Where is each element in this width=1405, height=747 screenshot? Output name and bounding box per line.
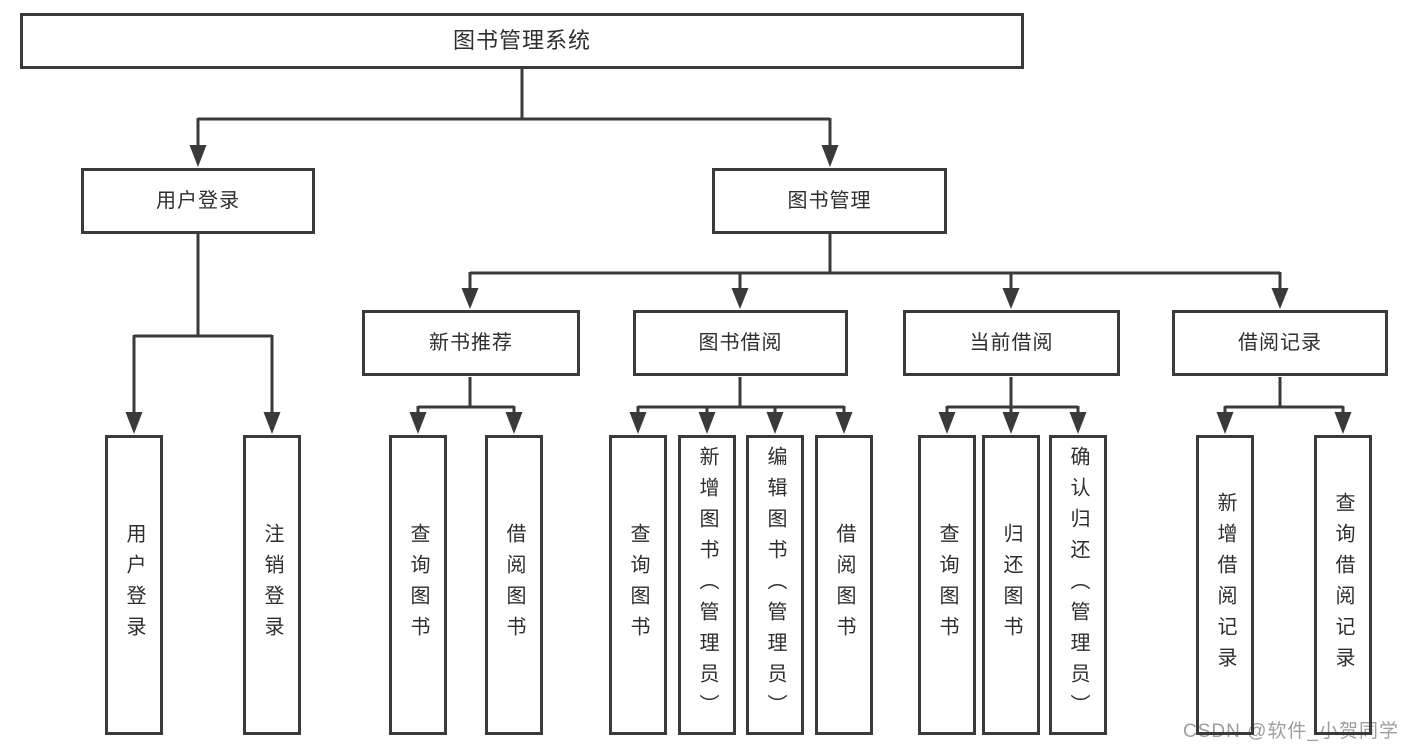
node-label: 图书借阅	[698, 332, 783, 354]
leaf-return-books: 归还图书	[982, 435, 1040, 735]
leaf-user-login: 用户登录	[105, 435, 163, 735]
node-label: 借阅记录	[1238, 332, 1322, 354]
arrowheads	[125, 145, 1352, 434]
leaf-confirm-return-admin: 确认归还（管理员）	[1049, 435, 1107, 735]
node-label: 用户登录	[123, 523, 145, 647]
leaf-logout: 注销登录	[243, 435, 301, 735]
node-label: 查询图书	[407, 523, 429, 647]
node-label: 借阅图书	[833, 523, 855, 647]
leaf-add-books-admin: 新增图书（管理员）	[678, 435, 736, 735]
leaf-query-books-current: 查询图书	[918, 435, 976, 735]
leaf-query-books-borrowing: 查询图书	[609, 435, 667, 735]
node-label: 查询图书	[627, 523, 649, 647]
leaf-borrow-books: 借阅图书	[815, 435, 873, 735]
leaf-query-borrow-record: 查询借阅记录	[1314, 435, 1372, 735]
node-label: 图书管理系统	[452, 28, 591, 53]
node-label: 编辑图书（管理员）	[764, 445, 786, 725]
leaf-query-books-recommend: 查询图书	[389, 435, 447, 735]
node-label: 查询图书	[936, 523, 958, 647]
node-label: 用户登录	[156, 190, 240, 212]
node-label: 新增借阅记录	[1214, 492, 1236, 678]
leaf-borrow-books-recommend: 借阅图书	[485, 435, 543, 735]
node-label: 查询借阅记录	[1332, 492, 1354, 678]
node-book-management-branch: 图书管理	[712, 168, 947, 234]
node-user-login-branch: 用户登录	[81, 168, 315, 234]
node-label: 注销登录	[261, 523, 283, 647]
node-borrowing-records: 借阅记录	[1172, 310, 1388, 376]
watermark: CSDN @软件_小贺同学	[1183, 721, 1399, 742]
node-label: 图书管理	[787, 190, 872, 212]
node-new-book-recommendation: 新书推荐	[362, 310, 580, 376]
leaf-edit-books-admin: 编辑图书（管理员）	[746, 435, 804, 735]
node-label: 当前借阅	[969, 332, 1054, 354]
node-library-management-system: 图书管理系统	[20, 13, 1024, 69]
node-label: 归还图书	[1000, 523, 1022, 647]
node-label: 新增图书（管理员）	[696, 445, 718, 725]
node-label: 新书推荐	[429, 332, 513, 354]
node-label: 借阅图书	[503, 523, 525, 647]
leaf-add-borrow-record: 新增借阅记录	[1196, 435, 1254, 735]
node-book-borrowing: 图书借阅	[633, 310, 848, 376]
node-label: 确认归还（管理员）	[1067, 445, 1089, 725]
node-current-borrowing: 当前借阅	[903, 310, 1120, 376]
